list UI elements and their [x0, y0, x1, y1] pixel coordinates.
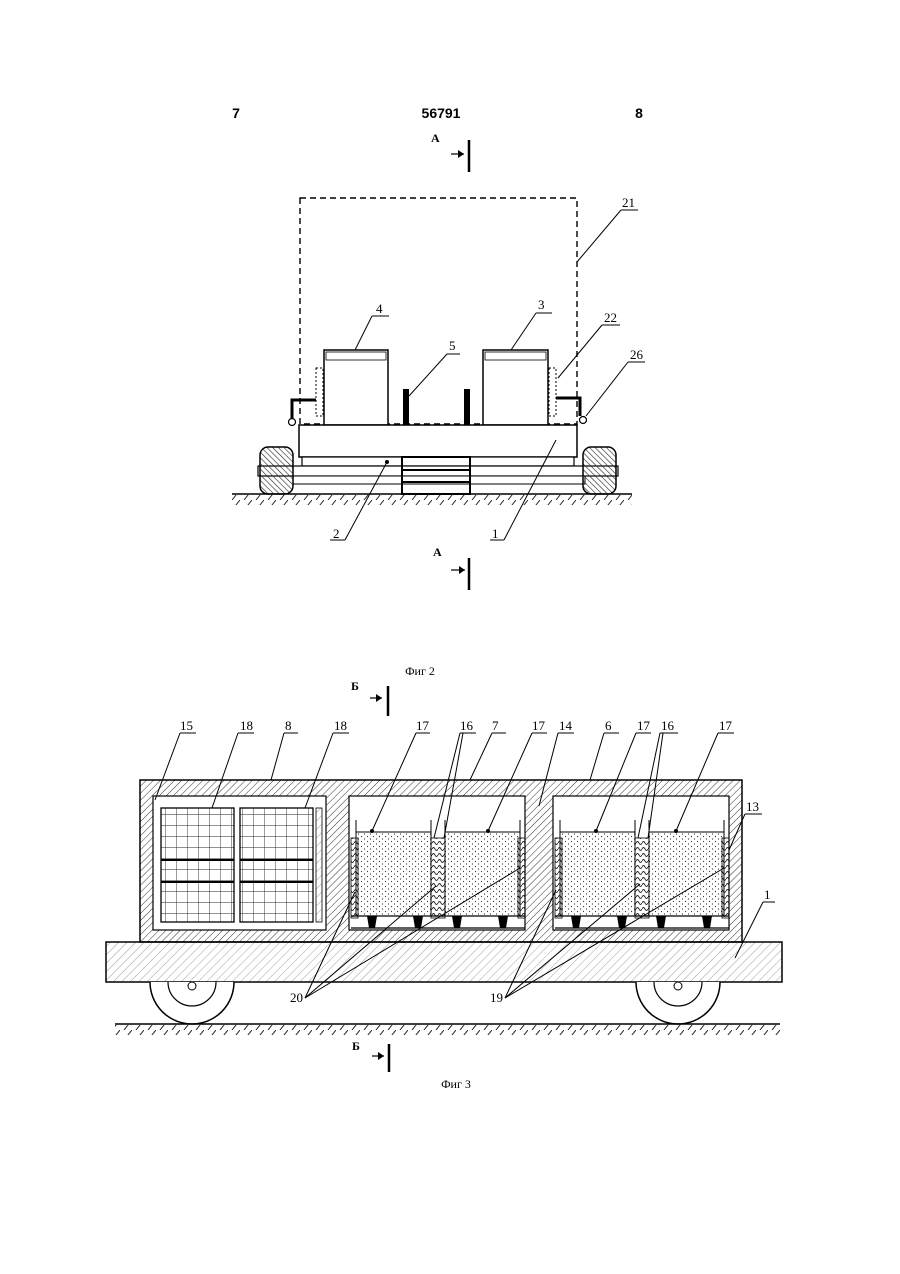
fig2-label-2: 2: [333, 526, 340, 541]
fig2-container-4: [324, 350, 388, 425]
fig2-label-1: 1: [492, 526, 499, 541]
fig3-label-1: 1: [764, 887, 771, 902]
fig3-label-17-c: 17: [637, 718, 651, 733]
fig3-label-16-b: 16: [661, 718, 675, 733]
fig3-label-20: 20: [290, 990, 303, 1005]
fig2-section-bottom-label: А: [433, 545, 442, 559]
fig3-label-6: 6: [605, 718, 612, 733]
fig3-rack-18-right: [240, 808, 313, 922]
fig2-wheel-right: [583, 447, 616, 494]
fig3-tank-17-a: [356, 832, 431, 916]
page-number-right: 8: [635, 105, 643, 121]
fig3-section-bottom-label: Б: [352, 1039, 360, 1053]
fig3-drawing: Б: [106, 679, 782, 1091]
fig3-tank-17-c: [560, 832, 635, 916]
page-number-left: 7: [232, 105, 240, 121]
fig3-caption: Фиг 3: [441, 1077, 471, 1091]
fig2-platform-1: [299, 425, 577, 457]
fig3-label-17-a: 17: [416, 718, 430, 733]
fig2-label-3: 3: [538, 297, 545, 312]
fig2-hook-26: [580, 417, 587, 424]
fig2-chassis-2: [302, 457, 574, 466]
fig3-label-7: 7: [492, 718, 499, 733]
fig3-label-19: 19: [490, 990, 503, 1005]
fig3-wheel-right: [636, 982, 720, 1024]
fig3-label-17-b: 17: [532, 718, 546, 733]
fig3-label-18-left: 18: [240, 718, 253, 733]
fig2-label-22: 22: [604, 310, 617, 325]
fig2-post-5-left: [403, 389, 409, 425]
fig3-rack-18-left: [161, 808, 234, 922]
fig2-label-4: 4: [376, 301, 383, 316]
fig3-tank-17-d: [649, 832, 724, 916]
fig3-label-18-right: 18: [334, 718, 347, 733]
fig2-section-top-label: А: [431, 131, 440, 145]
fig3-label-15: 15: [180, 718, 193, 733]
fig3-label-17-d: 17: [719, 718, 733, 733]
fig2-label-5: 5: [449, 338, 456, 353]
fig2-container-3: [483, 350, 548, 425]
fig2-post-5-right: [464, 389, 470, 425]
fig3-label-16-a: 16: [460, 718, 474, 733]
fig3-label-8: 8: [285, 718, 292, 733]
fig2-hook-left: [292, 400, 316, 418]
fig2-wheel-left: [260, 447, 293, 494]
fig3-divider-16-b: [635, 838, 649, 918]
document-number: 56791: [422, 105, 461, 121]
fig2-caption: Фиг 2: [405, 664, 435, 678]
fig3-wheel-left: [150, 982, 234, 1024]
fig3-divider-16-a: [431, 838, 445, 918]
fig2-label-21: 21: [622, 195, 635, 210]
fig3-platform-1: [106, 942, 782, 982]
fig3-section-top-label: Б: [351, 679, 359, 693]
fig3-label-14: 14: [559, 718, 573, 733]
fig3-tank-17-b: [445, 832, 520, 916]
fig3-label-13: 13: [746, 799, 759, 814]
fig2-label-26: 26: [630, 347, 644, 362]
fig2-drawing: А: [232, 131, 645, 678]
